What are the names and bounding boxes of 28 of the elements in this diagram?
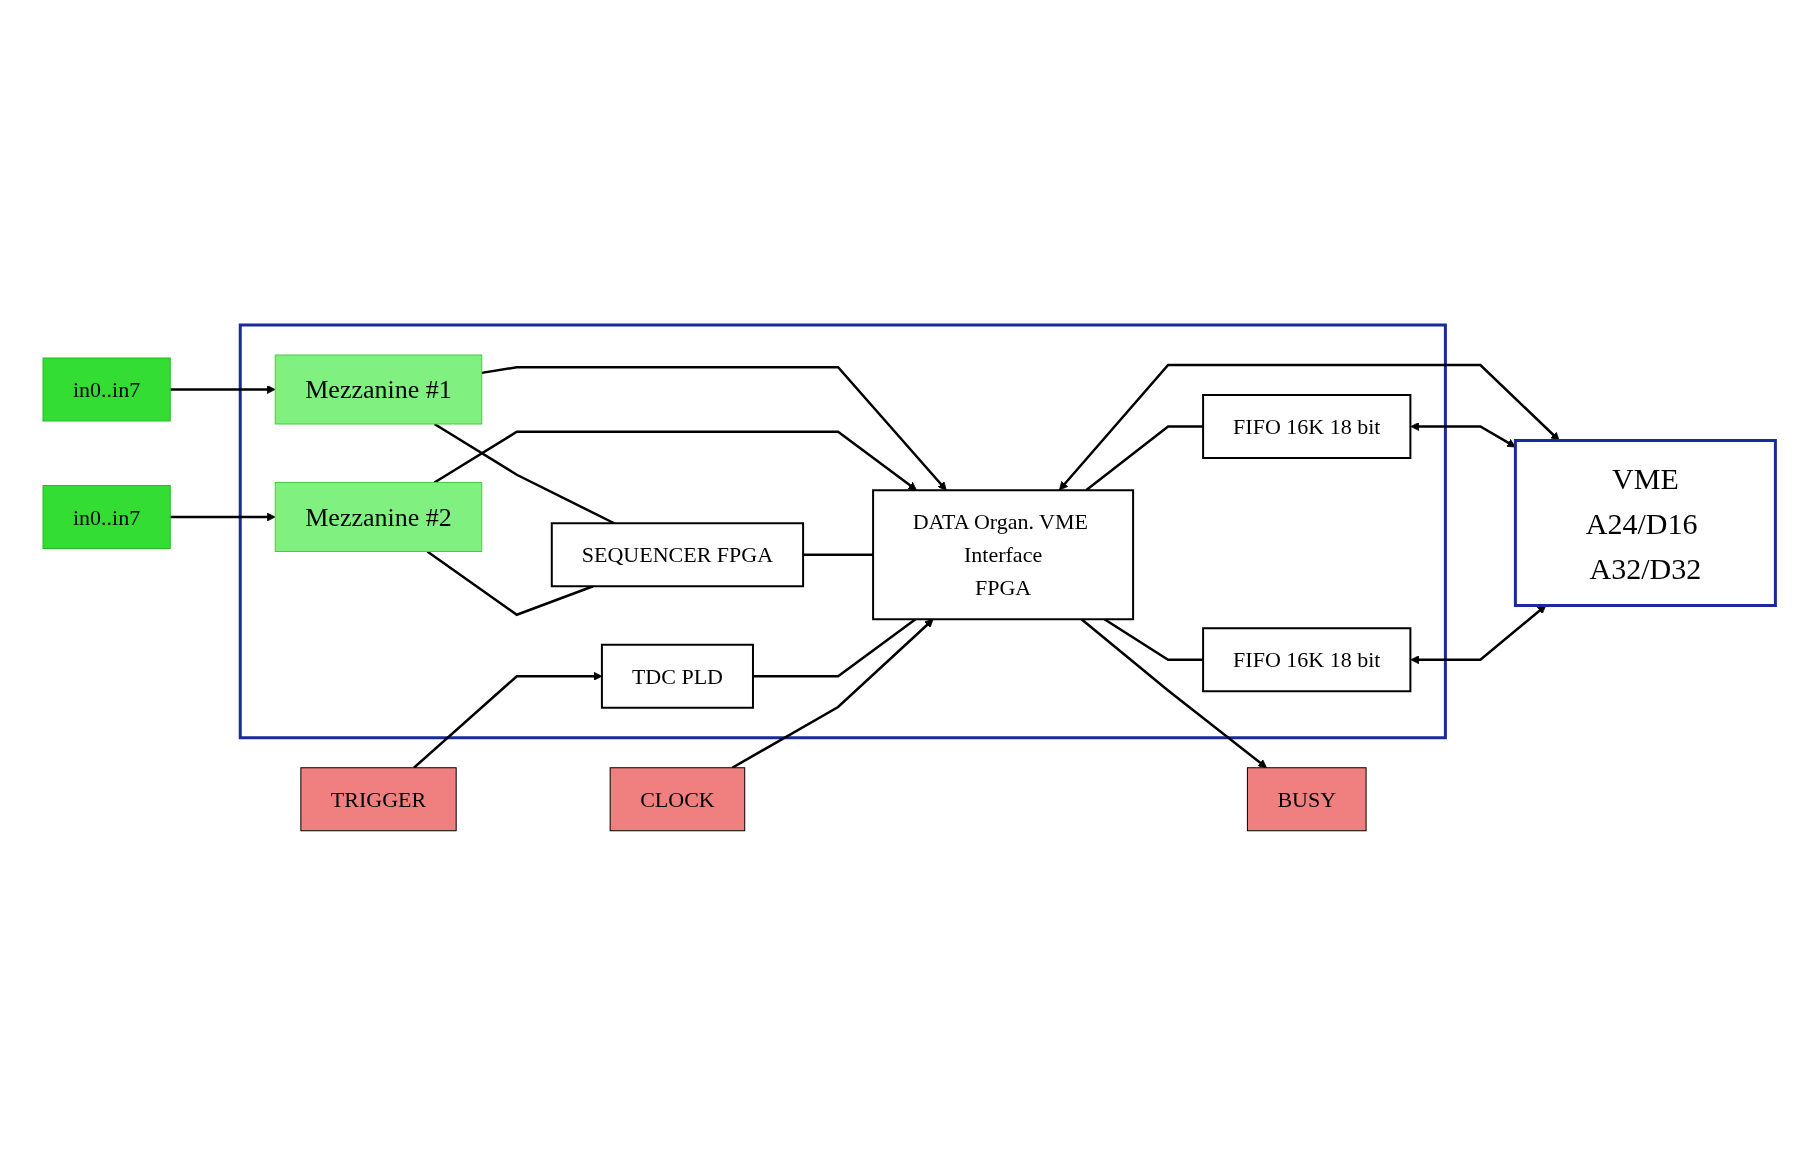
- connector: [1103, 617, 1203, 661]
- node-box: in0..in7: [42, 357, 171, 422]
- node-box: FIFO 16K 18 bit: [1201, 626, 1412, 692]
- connector: [433, 422, 615, 524]
- connector: [1085, 424, 1203, 491]
- arrow: [1080, 617, 1267, 768]
- arrow: [170, 384, 276, 394]
- node-box: TDC PLD: [600, 643, 754, 709]
- arrow: [1410, 421, 1516, 447]
- node-box: VME A24/D16 A32/D32: [1513, 438, 1777, 607]
- arrow: [1058, 363, 1560, 490]
- connector: [752, 617, 917, 678]
- node-box: FIFO 16K 18 bit: [1201, 393, 1412, 459]
- node-box: BUSY: [1246, 766, 1367, 831]
- connector: [426, 550, 594, 616]
- node-box: CLOCK: [609, 766, 745, 831]
- connector: [802, 553, 873, 556]
- node-box: SEQUENCER FPGA: [550, 521, 804, 587]
- node-box: Mezzanine #1: [274, 354, 483, 425]
- node-box: DATA Organ. VME Interface FPGA: [871, 488, 1134, 620]
- arrow: [731, 618, 934, 769]
- node-box: in0..in7: [42, 484, 171, 549]
- node-box: Mezzanine #2: [274, 481, 483, 552]
- arrow: [481, 365, 947, 491]
- node-box: TRIGGER: [300, 766, 457, 831]
- arrow: [433, 430, 917, 491]
- cluster: [238, 323, 1447, 739]
- arrow: [170, 512, 276, 522]
